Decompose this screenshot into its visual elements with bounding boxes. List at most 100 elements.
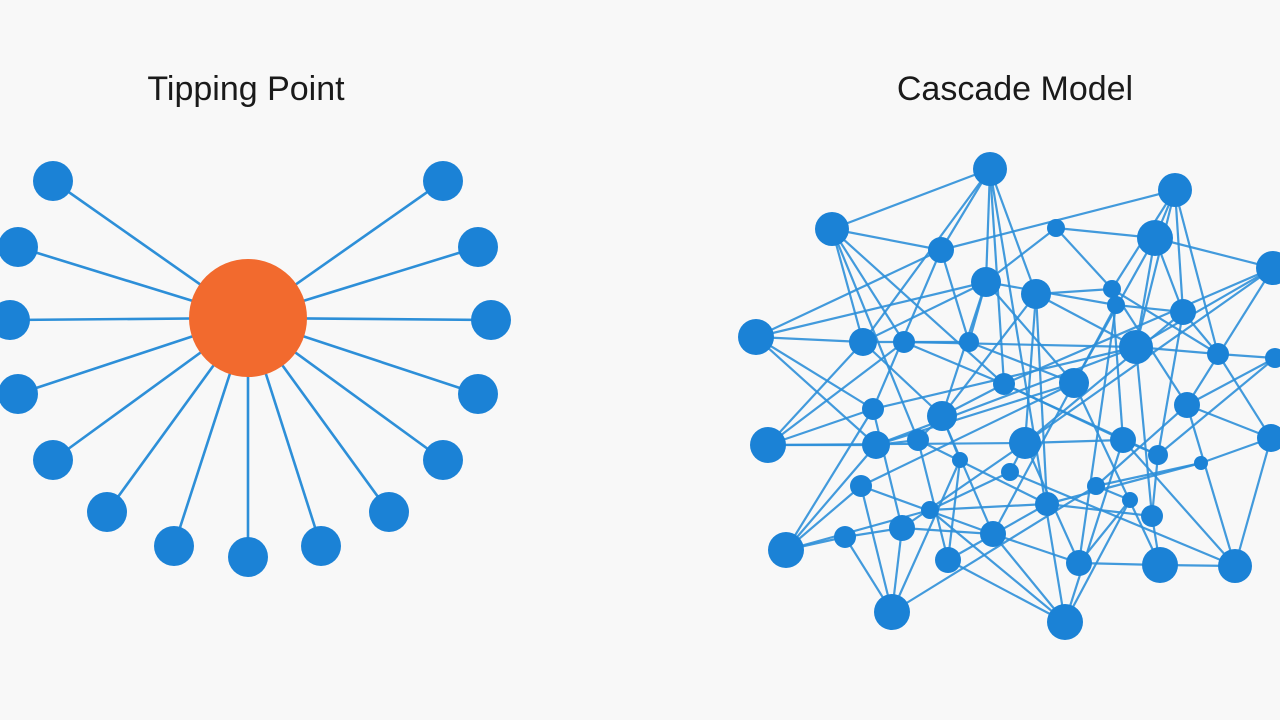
cascade-edge [1154,236,1274,270]
cascade-edge [859,485,894,613]
cascade-node [815,212,849,246]
cascade-node [1059,368,1089,398]
cascade-node [1021,279,1051,309]
cascade-edge [903,340,1137,349]
cascade-node [971,267,1001,297]
cascade-edge [1134,189,1177,348]
cascade-node [768,532,804,568]
cascade-edge [755,280,987,339]
cascade-node [862,431,890,459]
peripheral-node [0,300,30,340]
cascade-edge [1134,237,1157,348]
cascade-edge [1186,267,1274,406]
cascade-node [1137,220,1173,256]
cascade-node [1047,219,1065,237]
cascade-edge [767,341,864,446]
cascade-edge [831,167,991,231]
cascade-edge [1173,189,1220,355]
cascade-edge [1095,404,1188,487]
cascade-edge [875,345,1137,447]
cascade-node [1087,477,1105,495]
cascade-node [1001,463,1019,481]
cascade-model-network [738,152,1280,640]
cascade-edge [1135,267,1274,348]
cascade-node [889,515,915,541]
cascade-edge [755,336,877,446]
cascade-edge [946,459,962,561]
cascade-edge [871,408,904,529]
cascade-node [834,526,856,548]
peripheral-node [458,227,498,267]
cascade-edge [891,485,1097,613]
cascade-edge [1186,403,1272,440]
cascade-node [1066,550,1092,576]
cascade-node [927,401,957,431]
cascade-edge [1003,266,1274,386]
cascade-node [1265,348,1280,368]
cascade-edge [916,439,950,561]
cascade-node [1170,299,1196,325]
cascade-edge [1156,311,1185,456]
peripheral-node [423,161,463,201]
peripheral-node [423,440,463,480]
cascade-edge [1111,288,1219,355]
cascade-node [1158,173,1192,207]
cascade-edge [1064,499,1131,623]
cascade-edge [903,340,1005,386]
peripheral-node [369,492,409,532]
cascade-node [928,237,954,263]
cascade-node [959,332,979,352]
cascade-edge [1173,189,1185,313]
cascade-edge [992,533,1066,623]
cascade-edge [984,168,992,283]
peripheral-node [0,374,38,414]
cascade-edge [941,293,1037,417]
cascade-node [993,373,1015,395]
cascade-edge [767,407,874,447]
peripheral-node [228,537,268,577]
cascade-edge [1185,404,1237,567]
cascade-edge [767,441,1026,447]
cascade-edge [992,304,1117,535]
cascade-model-title: Cascade Model [896,70,1134,108]
cascade-node [1110,427,1136,453]
hub-node [189,259,307,377]
peripheral-node [458,374,498,414]
cascade-edge [767,341,905,446]
peripheral-node [33,161,73,201]
cascade-node [1257,424,1280,452]
cascade-edge [1186,357,1276,406]
peripheral-node [33,440,73,480]
cascade-node [1194,456,1208,470]
cascade-edge [1035,293,1137,348]
cascade-edge [1134,346,1154,517]
cascade-edge [830,228,865,343]
cascade-edge [901,526,994,536]
peripheral-node [471,300,511,340]
cascade-node [1142,547,1178,583]
cascade-node [1174,392,1200,418]
cascade-edge [1024,311,1184,444]
cascade-node [862,398,884,420]
cascade-edge [1063,439,1125,623]
cascade-node [1103,280,1121,298]
cascade-node [952,452,968,468]
cascade-edge [1217,353,1272,439]
cascade-node [980,521,1006,547]
cascade-edge [1122,439,1236,567]
cascade-node [921,501,939,519]
cascade-edge [1009,470,1236,568]
cascade-edge [1233,437,1273,567]
cascade-edge [785,444,877,551]
tipping-point-title: Tipping Point [147,70,345,108]
cascade-node [1148,445,1168,465]
cascade-node [1207,343,1229,365]
cascade-edge [1023,293,1038,444]
cascade-edge [1157,357,1276,456]
cascade-edge [755,336,874,410]
cascade-node [1107,296,1125,314]
cascade-edge [1077,304,1118,564]
cascade-node [907,429,929,451]
